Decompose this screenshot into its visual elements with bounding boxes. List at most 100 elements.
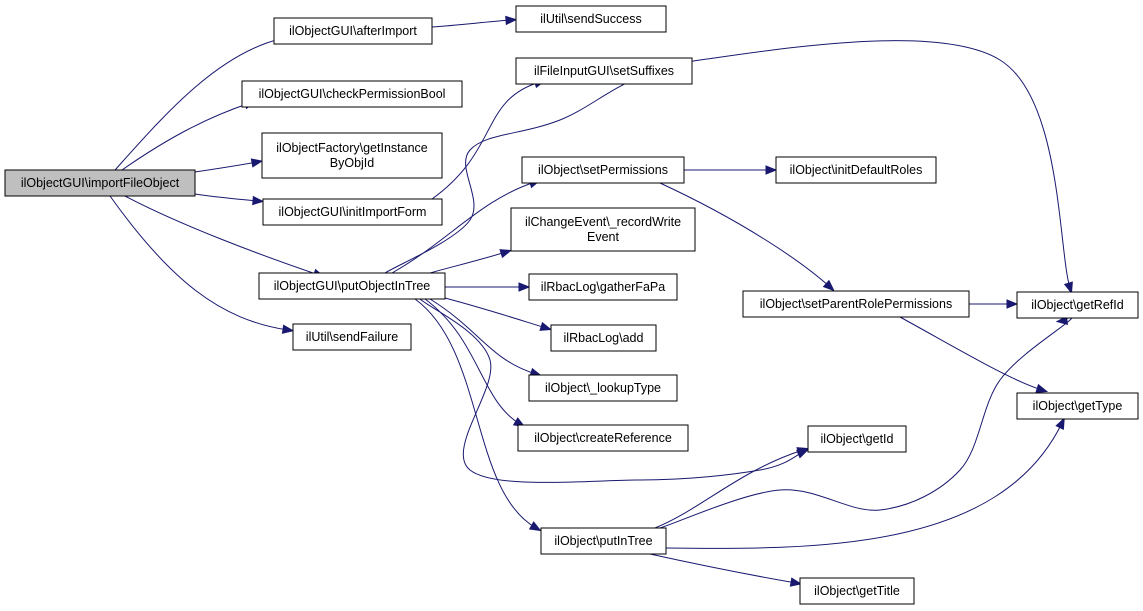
node-box[interactable] — [540, 527, 667, 555]
node-send-success[interactable]: ilUtil\sendSuccess — [515, 5, 667, 33]
edge-line — [429, 298, 537, 375]
edge-line — [431, 81, 541, 200]
arrowhead — [528, 521, 542, 532]
edge-line — [431, 19, 512, 28]
edge-line — [109, 195, 289, 331]
arrowhead — [1035, 383, 1049, 393]
edge-import-file-object-to-check-permission-bool — [121, 100, 257, 171]
node-gather-fa-pa[interactable]: ilRbacLog\gatherFaPa — [528, 273, 678, 301]
edge-put-object-in-tree-to-gather-fa-pa — [445, 282, 531, 292]
node-label: ilObject\putInTree — [554, 534, 652, 548]
node-box[interactable] — [528, 273, 678, 301]
node-box[interactable] — [515, 57, 693, 85]
arrowhead — [1006, 299, 1019, 309]
node-label: ilObjectGUI\checkPermissionBool — [259, 87, 446, 101]
edge-line — [664, 422, 1063, 549]
node-box[interactable] — [517, 424, 689, 452]
edge-line — [384, 40, 1071, 289]
node-box[interactable] — [775, 156, 937, 184]
node-label: ilObject\_lookupType — [545, 381, 661, 395]
edge-set-parent-role-permissions-to-get-type — [899, 316, 1049, 393]
edge-line — [424, 298, 521, 425]
node-set-suffixes[interactable]: ilFileInputGUI\setSuffixes — [515, 57, 693, 85]
edge-import-file-object-to-init-import-form — [194, 193, 265, 206]
node-box[interactable] — [528, 374, 678, 402]
node-label: ilChangeEvent\_recordWrite — [525, 215, 681, 229]
edge-line — [391, 181, 536, 274]
node-label: ilObjectGUI\initImportForm — [279, 205, 427, 219]
node-set-parent-role-permissions[interactable]: ilObject\setParentRolePermissions — [742, 290, 970, 318]
node-check-permission-bool[interactable]: ilObjectGUI\checkPermissionBool — [241, 80, 463, 108]
edge-line — [419, 298, 804, 483]
node-create-reference[interactable]: ilObject\createReference — [517, 424, 689, 452]
node-box[interactable] — [521, 156, 685, 184]
node-put-in-tree[interactable]: ilObject\putInTree — [540, 527, 667, 555]
node-box[interactable] — [807, 425, 907, 453]
edge-put-in-tree-to-get-ref-id — [659, 315, 1074, 529]
node-label: ilFileInputGUI\setSuffixes — [534, 64, 674, 78]
edge-line — [194, 161, 258, 173]
arrowhead — [1063, 281, 1073, 295]
node-box[interactable] — [1016, 392, 1139, 420]
node-init-import-form[interactable]: ilObjectGUI\initImportForm — [262, 198, 443, 226]
node-rbac-add[interactable]: ilRbacLog\add — [550, 324, 657, 352]
node-label: Event — [587, 230, 619, 244]
node-box[interactable] — [241, 80, 463, 108]
edge-line — [899, 316, 1043, 391]
node-box[interactable] — [515, 5, 667, 33]
node-label: ilObject\getTitle — [814, 584, 900, 598]
node-box[interactable] — [742, 290, 970, 318]
edge-line — [121, 102, 251, 171]
arrowhead — [505, 15, 518, 26]
node-box[interactable] — [4, 169, 196, 197]
arrowhead — [281, 324, 295, 334]
node-box[interactable] — [262, 198, 443, 226]
nodes-layer: ilObjectGUI\importFileObject ilObjectGUI\… — [4, 5, 1139, 605]
node-box[interactable] — [261, 132, 443, 179]
edge-line — [429, 251, 507, 274]
node-lookup-type[interactable]: ilObject\_lookupType — [528, 374, 678, 402]
edge-put-object-in-tree-to-get-ref-id — [384, 40, 1073, 295]
node-box[interactable] — [273, 17, 433, 45]
node-label: ByObjId — [330, 156, 375, 170]
node-import-file-object[interactable]: ilObjectGUI\importFileObject — [4, 169, 196, 197]
node-get-title[interactable]: ilObject\getTitle — [799, 577, 915, 605]
edge-put-object-in-tree-to-lookup-type — [429, 298, 543, 377]
node-box[interactable] — [510, 207, 696, 252]
node-box[interactable] — [1016, 291, 1139, 319]
node-init-default-roles[interactable]: ilObject\initDefaultRoles — [775, 156, 937, 184]
edge-import-file-object-to-get-instance-by-obj-id — [194, 158, 264, 173]
node-box[interactable] — [292, 323, 412, 351]
arrowhead — [796, 447, 810, 457]
node-get-id[interactable]: ilObject\getId — [807, 425, 907, 453]
edge-put-in-tree-to-get-title — [649, 553, 803, 587]
node-send-failure[interactable]: ilUtil\sendFailure — [292, 323, 412, 351]
node-set-permissions[interactable]: ilObject\setPermissions — [521, 156, 685, 184]
arrowhead — [539, 321, 553, 331]
node-label: ilObjectGUI\afterImport — [289, 24, 417, 38]
node-label: ilObject\getRefId — [1031, 298, 1123, 312]
edge-set-permissions-to-set-parent-role-permissions — [659, 182, 835, 292]
edge-put-object-in-tree-to-put-in-tree — [414, 298, 542, 532]
edge-put-object-in-tree-to-rbac-add — [444, 297, 553, 331]
node-label: ilObject\setPermissions — [538, 163, 668, 177]
edge-set-permissions-to-init-default-roles — [684, 165, 778, 175]
node-box[interactable] — [258, 272, 446, 300]
edge-put-in-tree-to-get-type — [664, 417, 1065, 549]
node-after-import[interactable]: ilObjectGUI\afterImport — [273, 17, 433, 45]
arrowhead — [518, 282, 531, 292]
arrowhead — [250, 158, 264, 168]
edge-put-object-in-tree-to-record-write-event — [429, 249, 513, 274]
node-put-object-in-tree[interactable]: ilObjectGUI\putObjectInTree — [258, 272, 446, 300]
node-get-type[interactable]: ilObject\getType — [1016, 392, 1139, 420]
node-box[interactable] — [550, 324, 657, 352]
node-box[interactable] — [799, 577, 915, 605]
node-label: ilObjectGUI\putObjectInTree — [274, 279, 431, 293]
arrowhead — [1055, 417, 1065, 431]
arrowhead — [499, 249, 513, 259]
node-get-ref-id[interactable]: ilObject\getRefId — [1016, 291, 1139, 319]
edge-import-file-object-to-send-failure — [109, 195, 295, 334]
